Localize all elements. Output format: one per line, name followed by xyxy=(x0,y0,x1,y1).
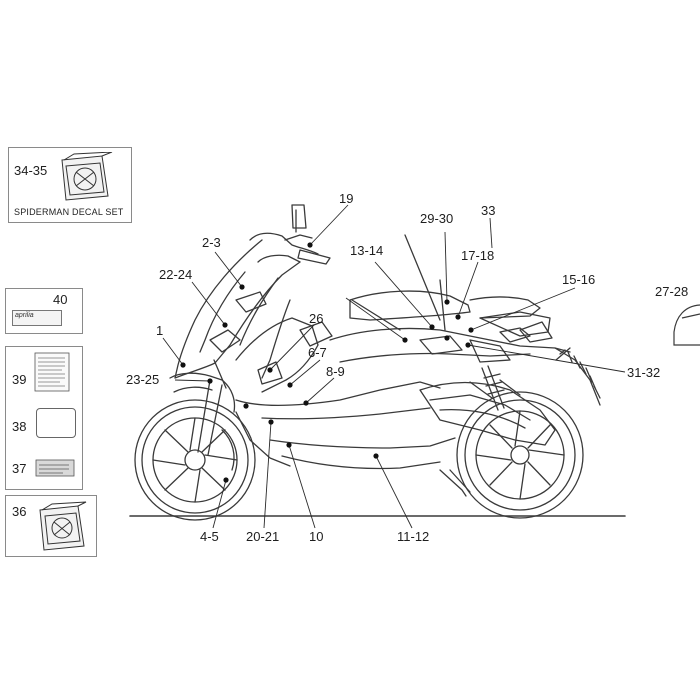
leg-shield xyxy=(235,317,319,393)
callout-31-32: 31-32 xyxy=(627,365,661,380)
decal-set-caption: SPIDERMAN DECAL SET xyxy=(14,207,124,217)
seat xyxy=(349,290,471,321)
blank-label xyxy=(36,408,76,438)
callout-6-7: 6-7 xyxy=(308,345,327,360)
callout-1: 1 xyxy=(156,323,164,338)
aprilia-label-sticker: aprilia xyxy=(12,310,62,326)
callout-10: 10 xyxy=(309,529,324,544)
callout-40: 40 xyxy=(53,292,68,307)
decal-kit-icon xyxy=(39,501,87,551)
callout-27-28: 27-28 xyxy=(655,284,689,299)
decal-set-icon xyxy=(61,152,113,201)
rear-body xyxy=(329,327,571,353)
floorboard xyxy=(235,381,441,406)
callout-26: 26 xyxy=(309,311,324,326)
partial-rear-part xyxy=(673,304,700,346)
callout-15-16: 15-16 xyxy=(562,272,596,287)
callout-38: 38 xyxy=(12,419,27,434)
callout-22-24: 22-24 xyxy=(159,267,193,282)
callout-11-12: 11-12 xyxy=(397,529,430,544)
callout-4-5: 4-5 xyxy=(200,529,219,544)
callout-29-30: 29-30 xyxy=(420,211,454,226)
callout-13-14: 13-14 xyxy=(350,243,384,258)
callout-8-9: 8-9 xyxy=(326,364,345,379)
callout-37: 37 xyxy=(12,461,27,476)
callout-36: 36 xyxy=(12,504,27,519)
front-fork xyxy=(197,359,227,456)
callout-19: 19 xyxy=(339,191,354,206)
callout-23-25: 23-25 xyxy=(126,372,160,387)
callout-33: 33 xyxy=(481,203,496,218)
callout-39: 39 xyxy=(12,372,27,387)
callout-34-35: 34-35 xyxy=(14,163,48,178)
front-shield xyxy=(174,239,301,379)
callout-17-18: 17-18 xyxy=(461,248,495,263)
info-label-icon xyxy=(35,459,75,477)
callout-20-21: 20-21 xyxy=(246,529,280,544)
callout-2-3: 2-3 xyxy=(202,235,221,250)
front-wheel xyxy=(134,399,256,521)
aprilia-brand-text: aprilia xyxy=(15,312,34,319)
warning-label-icon xyxy=(34,352,70,392)
swing-arm xyxy=(419,381,556,446)
